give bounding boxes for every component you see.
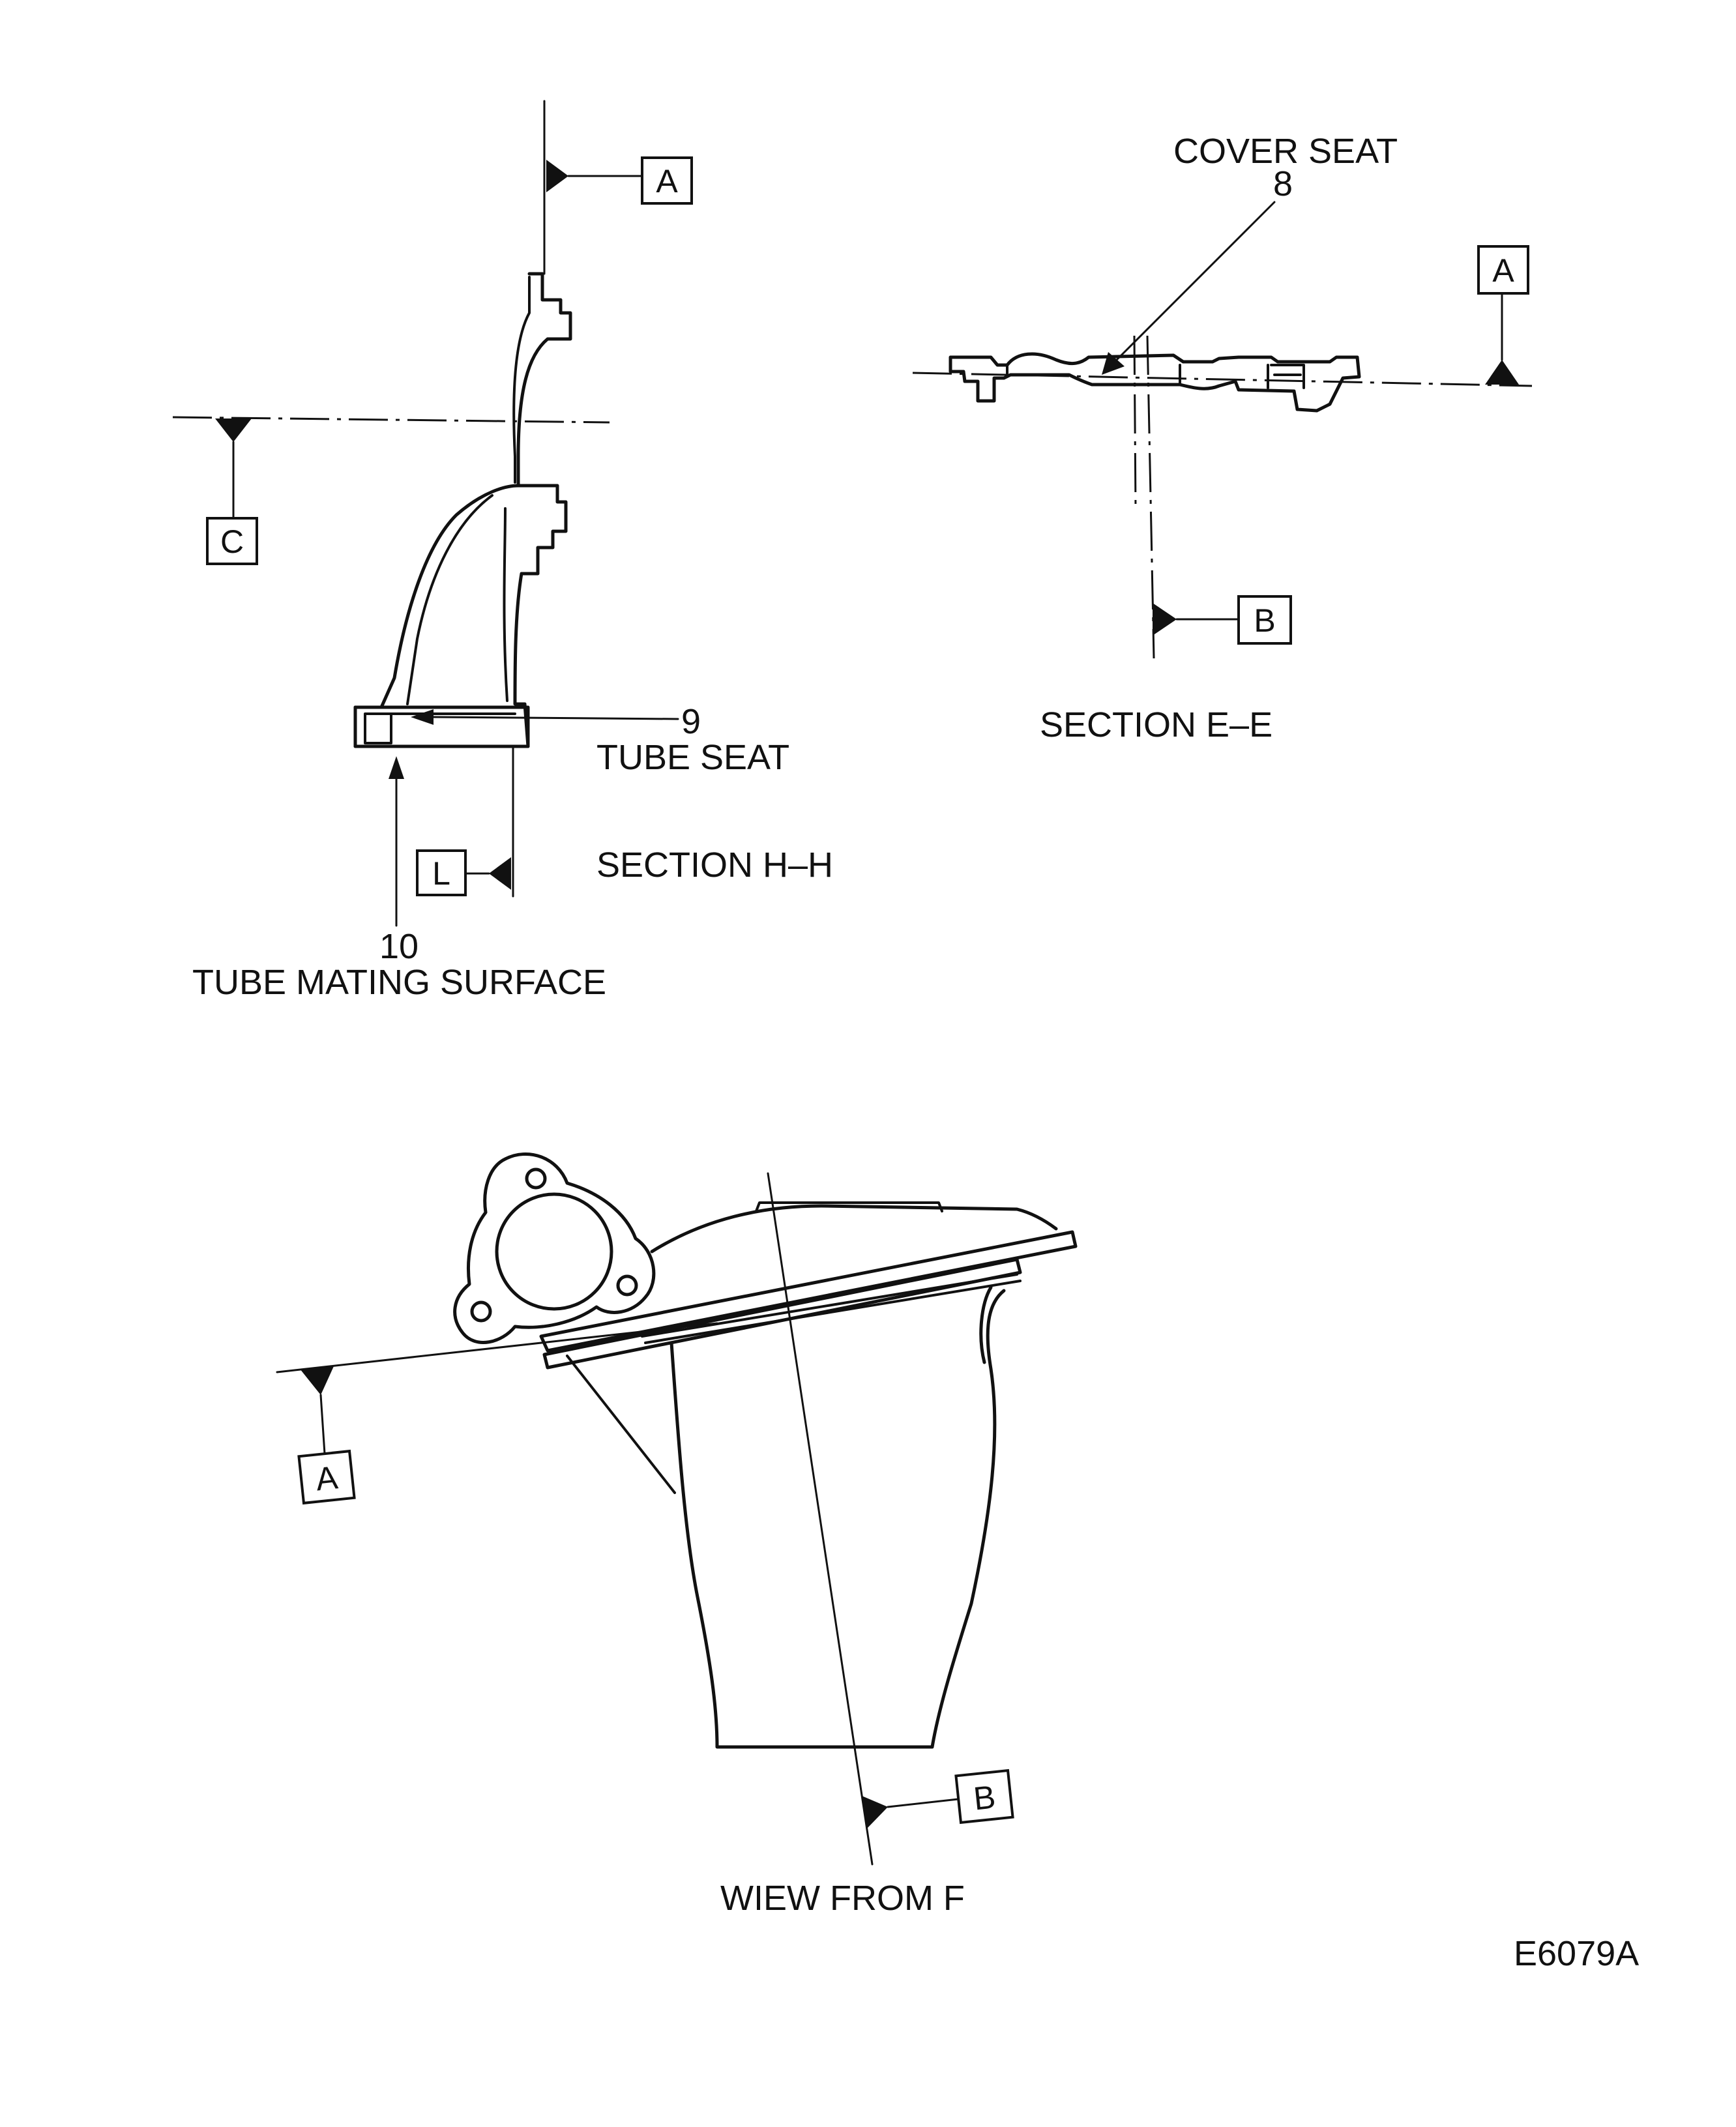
cover-section-outline	[949, 352, 1361, 413]
callout-9-text: TUBE SEAT	[596, 738, 789, 777]
flange-bolt-hole-right	[616, 1274, 638, 1297]
tube-seat-base	[353, 705, 530, 748]
callout-10-arrowhead	[389, 756, 404, 779]
datum-b-box	[1237, 595, 1292, 645]
callout-9-leader	[432, 716, 679, 720]
datum-a-triangle	[546, 160, 568, 192]
section-ee: COVER SEAT 8 A B SECTION E–E	[912, 132, 1533, 744]
section-ee-title: SECTION E–E	[1040, 705, 1273, 744]
mating-flange-plate	[539, 1230, 1078, 1353]
housing-section-outline	[353, 272, 572, 748]
datum-l-triangle	[489, 857, 511, 890]
housing-dome	[650, 1204, 1058, 1254]
flange-bore	[495, 1192, 613, 1311]
view-from-f: A B WIEW FROM F	[276, 1152, 1078, 1918]
datum-a-triangle	[1485, 360, 1519, 385]
datum-a-label: A	[1492, 252, 1514, 289]
view-f-title: WIEW FROM F	[720, 1879, 965, 1918]
datum-b-line	[767, 1172, 874, 1866]
datum-c-label: C	[220, 523, 244, 560]
datum-b-label: B	[1254, 602, 1275, 639]
callout-9-arrowhead	[411, 709, 434, 725]
datum-b-label: B	[972, 1778, 997, 1817]
housing-top-tab	[755, 1201, 943, 1212]
callout-9-number: 9	[681, 702, 701, 741]
tube-seat-inner	[364, 712, 392, 744]
tube-rib	[566, 1355, 676, 1494]
datum-c-box	[206, 517, 258, 565]
callout-8-number: 8	[1273, 164, 1293, 203]
datum-a-line	[276, 1322, 718, 1373]
flange-outline	[453, 1152, 656, 1344]
section-hh-title: SECTION H–H	[596, 845, 833, 885]
flange-bolt-hole-left	[470, 1300, 492, 1323]
callout-8-leader	[1113, 201, 1276, 363]
flange-bolt-hole-top	[525, 1167, 547, 1190]
datum-a-triangle	[300, 1366, 334, 1395]
datum-c-line	[172, 416, 610, 424]
figure-code: E6079A	[1514, 1934, 1639, 1973]
callout-10-text: TUBE MATING SURFACE	[192, 963, 606, 1002]
datum-c-triangle	[215, 418, 252, 442]
datum-a-box	[297, 1449, 356, 1505]
datum-a-leader	[319, 1394, 326, 1455]
datum-b-triangle	[862, 1796, 888, 1828]
tube-body-outline	[669, 1285, 1006, 1749]
section-hh: A C 9 TUBE SEAT L 10 TUBE MATING SURFACE…	[172, 100, 833, 1002]
datum-l-label: L	[432, 855, 450, 892]
housing-inner-wall	[406, 276, 531, 705]
mating-flange-rail-2	[641, 1273, 1022, 1344]
datum-a-box	[1477, 245, 1529, 295]
datum-b-triangle	[1153, 603, 1177, 636]
datum-a-label: A	[656, 163, 678, 199]
datum-a-label: A	[314, 1459, 340, 1497]
datum-b-box	[954, 1768, 1014, 1825]
datum-a-box	[641, 156, 693, 205]
datum-b-leader	[887, 1798, 960, 1808]
datum-l-box	[416, 849, 467, 896]
cover-inner-detail	[1006, 364, 1305, 389]
callout-8-text: COVER SEAT	[1173, 132, 1398, 171]
datum-b-line-2	[1133, 335, 1137, 509]
callout-10-number: 10	[379, 927, 419, 966]
datum-a-line	[912, 372, 1533, 387]
mating-flange-rail-1	[542, 1257, 1022, 1370]
